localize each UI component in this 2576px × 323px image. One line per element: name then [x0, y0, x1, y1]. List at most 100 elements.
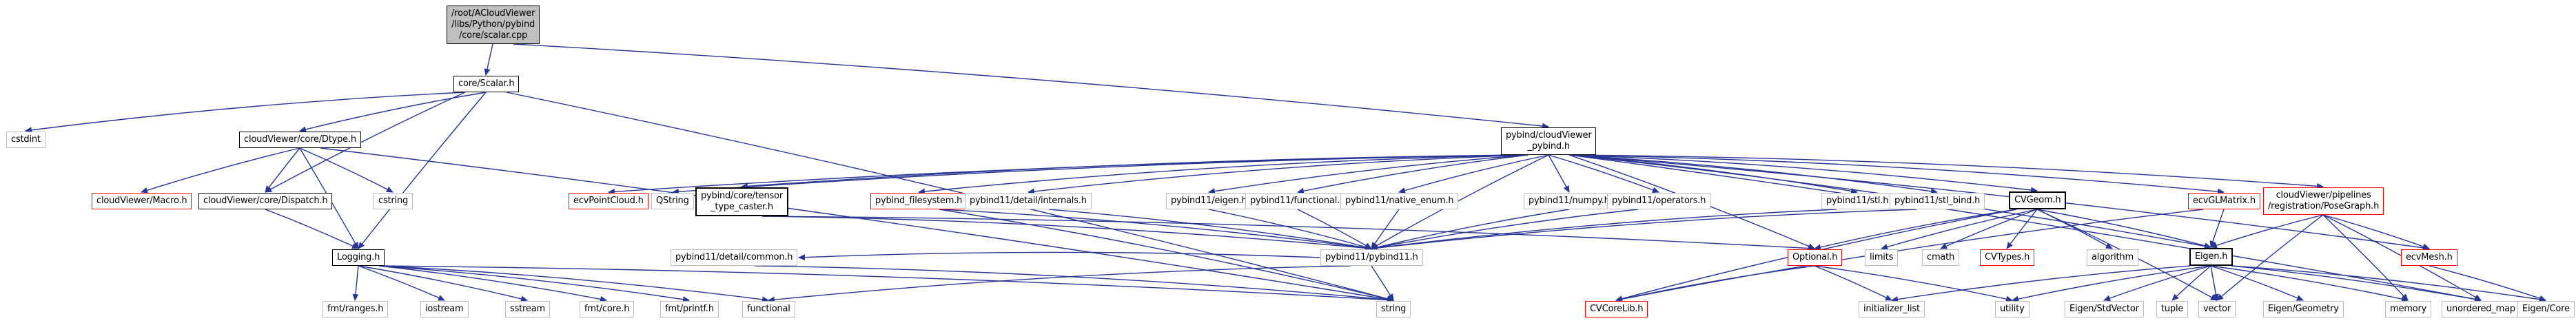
include-edge [378, 265, 769, 303]
include-edge [2231, 265, 2482, 302]
include-edge [1814, 265, 2013, 302]
include-edge [2171, 265, 2211, 301]
include-edge [378, 265, 607, 302]
node-eigen-geometry: Eigen/Geometry [2263, 301, 2344, 318]
include-edge [1891, 265, 2191, 303]
include-edge [1615, 265, 1815, 302]
include-edge [358, 265, 445, 301]
include-edge [299, 92, 487, 133]
node-cvgeom-h[interactable]: CVGeom.h [2009, 191, 2067, 210]
node-cstdint: cstdint [6, 132, 45, 149]
node-pybind11-functional-h: pybind11/functional.h [1245, 193, 1351, 210]
node-memory: memory [2385, 301, 2432, 318]
include-edge [1881, 209, 2038, 250]
node-cvcorelib-h[interactable]: CVCoreLib.h [1585, 301, 1648, 318]
include-edge [1371, 209, 1837, 251]
node-pybind-filesystem-h[interactable]: pybind_filesystem.h [870, 193, 968, 210]
include-edge [939, 209, 1372, 251]
include-edge [1814, 265, 1892, 301]
node-cvtypes-h[interactable]: CVTypes.h [1980, 249, 2035, 267]
include-edge [1208, 209, 1372, 250]
include-edge [25, 92, 466, 134]
node-eigen-stdvector: Eigen/StdVector [2065, 301, 2144, 318]
include-edge [2322, 214, 2430, 250]
node-pybind11-eigen-h: pybind11/eigen.h [1166, 193, 1252, 210]
include-edge [1371, 154, 1549, 249]
include-edge [2429, 265, 2546, 302]
include-edge [358, 92, 487, 249]
include-edge [1208, 154, 1529, 195]
node-unordered-map: unordered_map [2442, 301, 2520, 318]
include-edge [918, 154, 1529, 195]
include-edge [2231, 265, 2546, 303]
include-edge [2210, 265, 2409, 302]
node-logging-h[interactable]: Logging.h [332, 249, 385, 267]
include-edge [1028, 154, 1529, 195]
node-pybind11-stl-bind-h: pybind11/stl_bind.h [1890, 193, 1985, 210]
node-root-scalar-cpp: /root/ACloudViewer /libs/Python/pybind /… [447, 6, 540, 45]
node-tuple: tuple [2156, 301, 2189, 318]
include-edge [265, 147, 300, 193]
node-pybind11-stl-h: pybind11/stl.h [1821, 193, 1894, 210]
node-initializer-list: initializer_list [1859, 301, 1925, 318]
include-edge [2006, 209, 2038, 249]
include-edge [265, 92, 466, 193]
include-edge [1568, 154, 2225, 195]
include-edge [358, 265, 528, 302]
node-iostream: iostream [420, 301, 469, 318]
include-edge [2322, 214, 2409, 301]
node-ecvglmatrix-h[interactable]: ecvGLMatrix.h [2188, 193, 2260, 210]
node-vector: vector [2198, 301, 2236, 318]
include-edge [2216, 214, 2324, 301]
node-ecvpointcloud-h[interactable]: ecvPointCloud.h [569, 193, 648, 210]
node-cstring: cstring [374, 193, 413, 210]
node-posegraph-h[interactable]: cloudViewer/pipelines /registration/Pose… [2263, 187, 2384, 216]
include-edge [513, 43, 1549, 129]
include-edge [741, 154, 1529, 189]
node-fmt-core-h: fmt/core.h [580, 301, 635, 318]
include-edge [1568, 154, 2038, 194]
include-edge [2210, 265, 2219, 301]
include-edge [1568, 154, 1938, 195]
node-limits: limits [1865, 249, 1899, 267]
node-pybind11-native-enum-h: pybind11/native_enum.h [1340, 193, 1459, 210]
node-pybind11-detail-common-h: pybind11/detail/common.h [671, 249, 798, 267]
include-edge [1814, 209, 2017, 251]
include-edge [1048, 209, 1372, 251]
node-optional-h[interactable]: Optional.h [1788, 249, 1843, 267]
include-edge [1297, 209, 1372, 249]
include-edge [1371, 209, 1570, 251]
include-edge [1297, 154, 1529, 194]
include-edge [2103, 265, 2211, 302]
include-edge [2210, 214, 2324, 249]
include-edge [1548, 154, 1659, 194]
include-edge [1615, 209, 2204, 302]
node-pybind-cloudviewer-pybind-h[interactable]: pybind/cloudViewer _pybind.h [1501, 127, 1597, 156]
include-edge [939, 209, 1394, 302]
node-sstream: sstream [505, 301, 550, 318]
include-edge [761, 216, 1372, 251]
node-eigen-core: Eigen/Core [2517, 301, 2575, 318]
node-cloudviewer-macro-h[interactable]: cloudViewer/Macro.h [92, 193, 192, 210]
node-cloudviewer-core-dispatch-h[interactable]: cloudViewer/core/Dispatch.h [198, 193, 333, 210]
include-edge [506, 92, 1394, 302]
node-eigen-h[interactable]: Eigen.h [2189, 248, 2233, 267]
node-string: string [1376, 301, 1411, 318]
node-pybind11-pybind11-h: pybind11/pybind11.h [1320, 249, 1423, 267]
include-edge [265, 209, 359, 249]
node-pybind11-operators-h: pybind11/operators.h [1607, 193, 1711, 210]
node-utility: utility [1995, 301, 2030, 318]
node-ecvmesh-h[interactable]: ecvMesh.h [2401, 249, 2457, 267]
node-cmath: cmath [1922, 249, 1960, 267]
node-cloudviewer-core-dtype-h[interactable]: cloudViewer/core/Dtype.h [239, 132, 361, 149]
node-pybind-core-tensor-type-caster-h[interactable]: pybind/core/tensor _type_caster.h [695, 187, 789, 217]
node-pybind11-numpy-h: pybind11/numpy.h [1524, 193, 1615, 210]
node-core-scalar-h[interactable]: core/Scalar.h [453, 76, 520, 93]
include-edge [378, 265, 1394, 303]
include-edge [1371, 209, 1639, 251]
node-fmt-printf-h: fmt/printf.h [660, 301, 719, 318]
node-qstring: QString [651, 193, 694, 210]
include-edge [378, 265, 690, 303]
